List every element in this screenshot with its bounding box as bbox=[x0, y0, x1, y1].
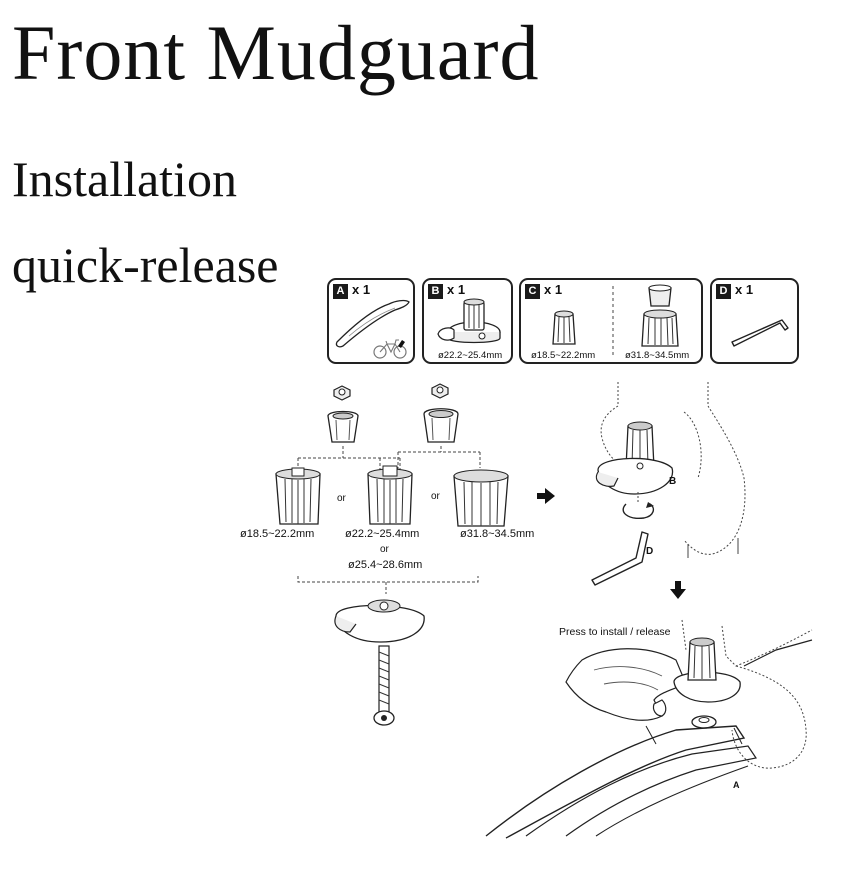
press-install-diagram bbox=[485, 619, 813, 839]
part-d-box: D x 1 bbox=[710, 278, 799, 364]
press-instruction: Press to install / release bbox=[559, 626, 671, 638]
or-label-2: or bbox=[431, 491, 440, 502]
label-b: B bbox=[669, 476, 677, 487]
label-d: D bbox=[646, 546, 654, 557]
or-label-1: or bbox=[337, 493, 346, 504]
part-c-size-small: ø18.5~22.2mm bbox=[531, 350, 596, 361]
size-label-25-4: ø25.4~28.6mm bbox=[348, 559, 423, 571]
part-b-badge: B bbox=[428, 284, 443, 299]
part-c-badge: C bbox=[525, 284, 540, 299]
quick-release-clamp-icon bbox=[437, 298, 501, 344]
fork-mount-diagram bbox=[595, 382, 746, 558]
mudguard-icon bbox=[335, 299, 410, 359]
part-b-qty: x 1 bbox=[447, 282, 466, 297]
part-d-qty: x 1 bbox=[735, 282, 754, 297]
part-a-qty: x 1 bbox=[352, 282, 371, 297]
adapter-sleeves-icon bbox=[552, 284, 679, 358]
part-b-box: B x 1 ø22.2~25.4mm bbox=[422, 278, 513, 364]
arrow-right-icon bbox=[537, 488, 555, 504]
size-label-18-5: ø18.5~22.2mm bbox=[240, 528, 315, 540]
size-label-31-8: ø31.8~34.5mm bbox=[460, 528, 535, 540]
part-c-box: C x 1 ø18.5~22.2mm ø31.8~34.5mm bbox=[519, 278, 703, 364]
label-a: A bbox=[733, 780, 740, 790]
size-label-22-2: ø22.2~25.4mm bbox=[345, 528, 420, 540]
allen-key-icon bbox=[731, 319, 789, 347]
installation-heading: Installation bbox=[12, 151, 237, 207]
part-a-badge: A bbox=[333, 284, 348, 299]
part-b-size: ø22.2~25.4mm bbox=[438, 350, 503, 361]
adapter-selection-diagram bbox=[275, 383, 509, 726]
allen-key-diagram bbox=[591, 531, 649, 586]
part-a-box: A x 1 bbox=[327, 278, 415, 364]
part-c-qty: x 1 bbox=[544, 282, 563, 297]
page-title: Front Mudguard bbox=[12, 9, 540, 96]
part-c-size-large: ø31.8~34.5mm bbox=[625, 350, 690, 361]
or-label-3: or bbox=[380, 544, 389, 555]
part-d-badge: D bbox=[716, 284, 731, 299]
arrow-down-icon bbox=[670, 581, 686, 599]
quick-release-heading: quick-release bbox=[12, 237, 279, 293]
